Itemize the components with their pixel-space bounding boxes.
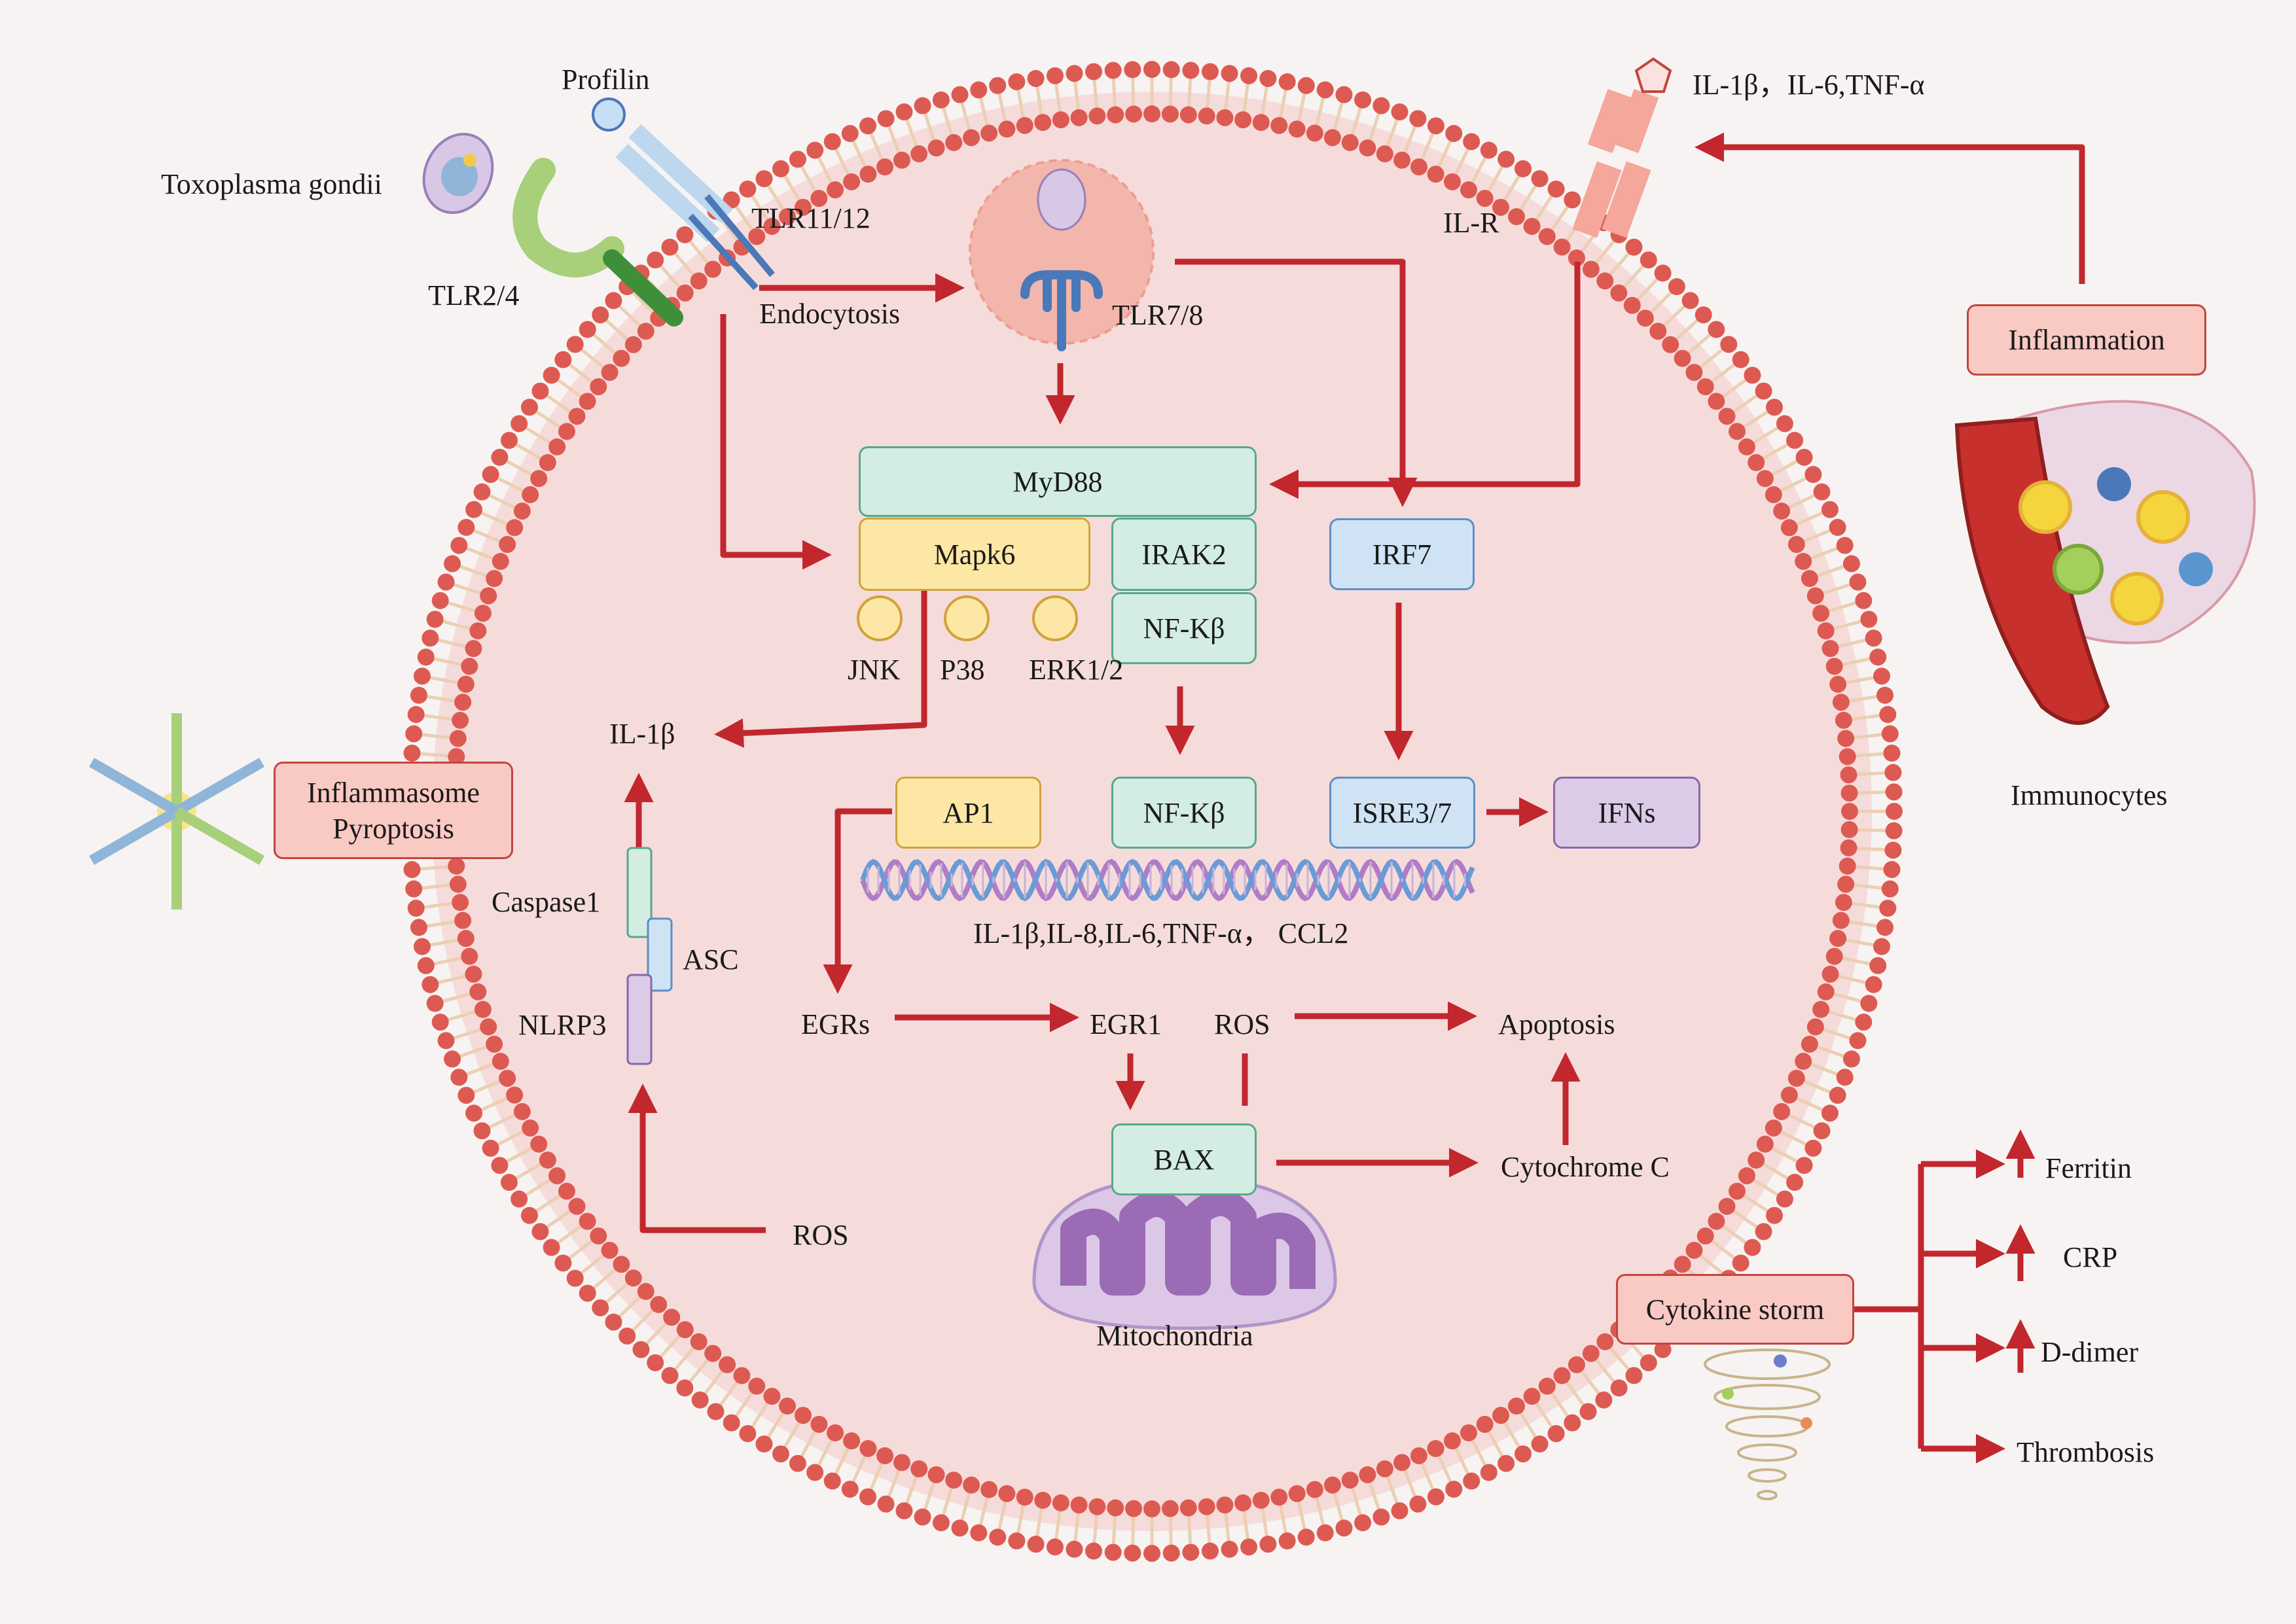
ap1-box: AP1	[895, 777, 1041, 849]
isre-box: ISRE3/7	[1329, 777, 1475, 849]
nfkb-lower-box: NF-Kβ	[1111, 777, 1257, 849]
asc-bar	[647, 917, 673, 992]
endocytosis-label: Endocytosis	[759, 298, 901, 330]
immunocytes-label: Immunocytes	[2011, 779, 2168, 811]
cytokine-storm-icon	[1704, 1349, 1831, 1500]
tlr2-4-receptor-icon	[512, 158, 683, 327]
tlr2-4-label: TLR2/4	[428, 279, 520, 311]
erk-label: ERK1/2	[1029, 654, 1124, 686]
arrow-tlr-to-mapk6	[720, 314, 832, 570]
il1b-label: IL-1β	[609, 718, 675, 750]
d-dimer-label: D-dimer	[2041, 1336, 2139, 1368]
arrows	[624, 132, 2085, 1464]
thrombosis-label: Thrombosis	[2017, 1436, 2155, 1468]
cytokine-pentagon-icon	[1634, 57, 1672, 93]
arrow-inflammation-to-cytokines	[1695, 132, 2085, 284]
arrow-ilr-to-myd88	[1269, 262, 1581, 499]
cytochrome-label: Cytochrome C	[1501, 1151, 1670, 1183]
immunocytes-tissue-icon	[1954, 400, 2256, 725]
arrow-mapk6-to-il1b	[714, 591, 927, 748]
caspase1-label: Caspase1	[492, 886, 601, 918]
profilin-icon	[592, 97, 626, 132]
asc-label: ASC	[683, 944, 739, 976]
inflammation-box: Inflammation	[1967, 304, 2206, 376]
il-r-receptor-icon	[1572, 88, 1659, 238]
profilin-label: Profilin	[562, 63, 650, 96]
apoptosis-label: Apoptosis	[1498, 1008, 1615, 1040]
tlr11-12-receptor-icon	[615, 124, 775, 291]
nfkb-upper-box: NF-Kβ	[1111, 592, 1257, 664]
mapk6-box: Mapk6	[859, 518, 1090, 591]
caspase1-bar	[626, 847, 653, 938]
irak2-box: IRAK2	[1111, 518, 1257, 591]
nlrp3-bar	[626, 974, 653, 1065]
jnk-circle	[857, 595, 903, 641]
crp-label: CRP	[2063, 1241, 2118, 1273]
mitochondria-icon	[1032, 1176, 1337, 1330]
genes-label: IL-1β,IL-8,IL-6,TNF-α， CCL2	[973, 917, 1349, 949]
arrow-ros-to-nlrp3	[628, 1084, 766, 1233]
arrow-ap1-to-egrs	[823, 808, 892, 994]
toxoplasma-label: Toxoplasma gondii	[161, 168, 382, 200]
irf7-box: IRF7	[1329, 518, 1475, 590]
egrs-label: EGRs	[801, 1008, 870, 1040]
cytokine-storm-box: Cytokine storm	[1616, 1274, 1854, 1345]
mitochondria-label: Mitochondria	[1096, 1320, 1253, 1352]
inflammasome-icon	[89, 713, 264, 909]
arrow-storm-branch	[1854, 1161, 1996, 1452]
toxoplasma-icon	[422, 132, 494, 215]
p38-circle	[944, 595, 990, 641]
inflammasome-pyroptosis-box: Inflammasome Pyroptosis	[274, 762, 513, 859]
myd88-box: MyD88	[859, 446, 1257, 517]
cytokines-out-label: IL-1β，IL-6,TNF-α	[1693, 69, 1925, 101]
arrow-endosome-to-irf7	[1175, 258, 1418, 507]
p38-label: P38	[940, 654, 985, 686]
dna-helix-icon	[860, 858, 1475, 902]
ifns-box: IFNs	[1553, 777, 1700, 849]
tlr7-8-label: TLR7/8	[1112, 299, 1204, 331]
nlrp3-label: NLRP3	[518, 1009, 607, 1041]
ros-left-label: ROS	[793, 1219, 849, 1251]
jnk-label: JNK	[848, 654, 901, 686]
egr1-label: EGR1	[1090, 1008, 1162, 1040]
erk-circle	[1032, 595, 1078, 641]
endosome-icon	[969, 159, 1155, 351]
ferritin-label: Ferritin	[2045, 1152, 2132, 1184]
bax-box: BAX	[1111, 1123, 1257, 1195]
tlr11-12-label: TLR11/12	[751, 202, 870, 234]
ros-mid-label: ROS	[1214, 1008, 1270, 1040]
il-r-label: IL-R	[1443, 207, 1499, 239]
